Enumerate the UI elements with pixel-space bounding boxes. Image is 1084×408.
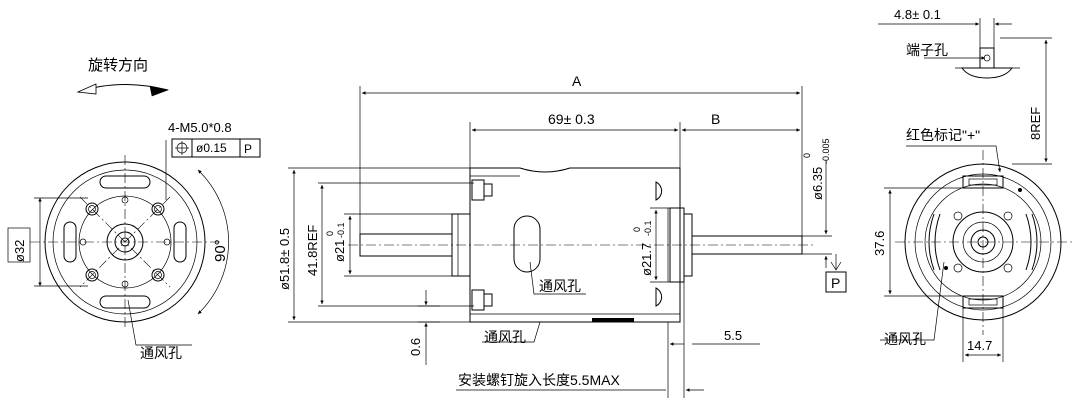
side-vent-slot [513,215,541,273]
right-end-view: 4.8± 0.1 端子孔 8REF 红色标记"+" [872,7,1072,362]
left-end-view: 旋转方向 4-M5.0*0.8 ø0.15 P [7,57,261,361]
dim-37-6-label: 37.6 [872,231,887,256]
vent-hole-label-right: 通风孔 [884,331,926,347]
dim-5-5-label: 5.5 [724,328,742,343]
dia-21-7-tol-upper: 0 [632,227,642,232]
red-mark-label: 红色标记"+" [906,127,980,143]
dim-69-label: 69± 0.3 [548,111,595,127]
vent-hole-label-left: 通风孔 [140,345,182,361]
dim-b-label: B [711,111,720,127]
dia-51-8-label: ø51.8± 0.5 [277,228,292,290]
position-tolerance-frame: ø0.15 P [171,138,261,158]
rotation-direction-label: 旋转方向 [88,57,148,74]
dia-6-35-label: ø6.35 [810,167,825,200]
dim-0-6-label: 0.6 [408,338,423,356]
terminal-hole-label: 端子孔 [906,42,948,58]
dia-21-label: ø21 [332,240,347,262]
vent-hole-label-side-upper: 通风孔 [539,278,581,294]
dia-21-7-tol-lower: -0.1 [643,220,653,236]
dia-21-tol-upper: 0 [325,231,335,236]
dia-21-tol-lower: -0.1 [336,222,346,238]
screw-depth-label: 安装螺钉旋入长度5.5MAX [458,372,620,388]
dia-32-label: ø32 [12,240,27,262]
side-view: A 69± 0.3 B [277,73,847,398]
dim-4-8-label: 4.8± 0.1 [894,7,941,22]
ref-41-8-label: 41.8REF [305,225,320,276]
angle-90-label: 90° [212,239,229,262]
dim-14-7-label: 14.7 [967,338,992,353]
dim-a-label: A [572,73,582,89]
fcf-tolerance: ø0.15 [196,141,227,155]
mounting-holes [79,196,171,288]
dia-6-35-tol-lower: -0.005 [821,138,831,164]
thread-callout: 4-M5.0*0.8 [168,120,232,135]
dia-6-35-tol-upper: 0 [802,153,812,158]
fcf-datum: P [244,142,252,156]
dia-21-7-label: ø21.7 [639,243,654,276]
ref-8-label: 8REF [1028,107,1043,140]
datum-p-label: P [831,275,840,291]
datum-p-box [825,271,847,293]
vent-slots [63,175,187,309]
vent-hole-label-side-lower: 通风孔 [484,329,526,345]
